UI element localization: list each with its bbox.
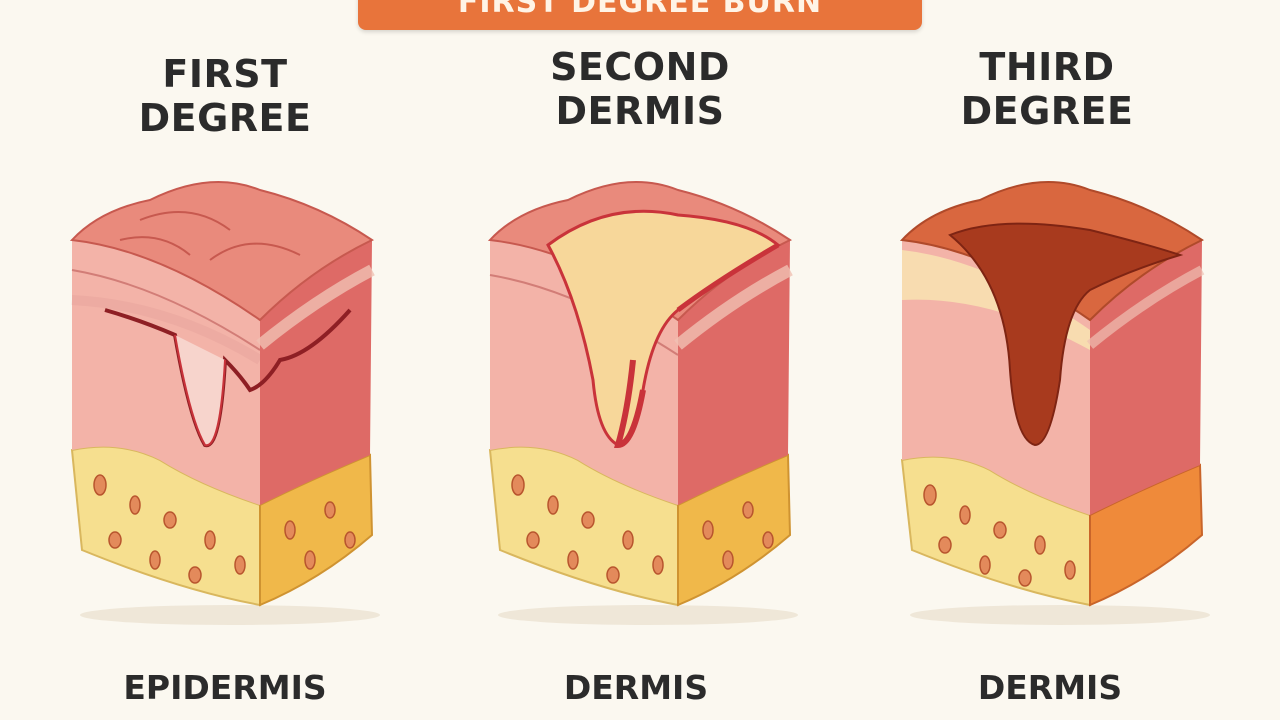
third-degree-skin-illustration [890, 160, 1230, 630]
bottom-label-first: EPIDERMIS [123, 668, 327, 707]
panel-title-second-line1: SECOND [550, 45, 730, 89]
bottom-label-third: DERMIS [977, 668, 1123, 707]
panel-title-third: THIRD DEGREE [897, 45, 1197, 133]
panel-title-first-line1: FIRST [162, 52, 288, 96]
bottom-label-second: DERMIS [563, 668, 709, 707]
panel-title-second-line2: DERMIS [555, 89, 725, 133]
panel-title-third-line2: DEGREE [960, 89, 1134, 133]
second-degree-skin-illustration [478, 160, 818, 630]
panel-title-first-line2: DEGREE [138, 96, 312, 140]
banner-title: FIRST DEGREE BURN [457, 0, 823, 20]
panel-title-second: SECOND DERMIS [490, 45, 790, 133]
first-degree-skin-illustration [60, 160, 400, 630]
panel-title-third-line1: THIRD [979, 45, 1115, 89]
panel-title-first: FIRST DEGREE [75, 52, 375, 140]
title-banner: FIRST DEGREE BURN [358, 0, 922, 30]
